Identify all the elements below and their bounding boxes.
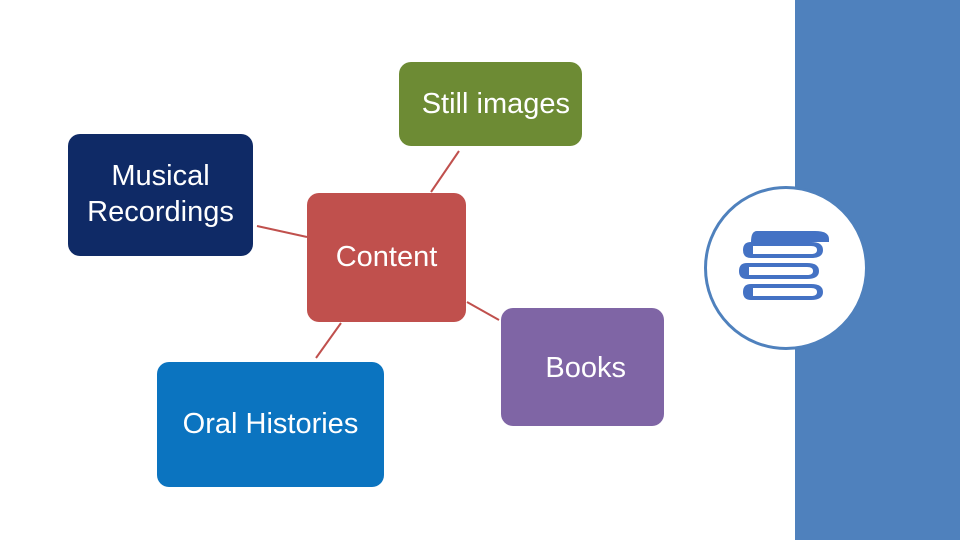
node-oral-histories-label: Oral Histories bbox=[182, 408, 359, 441]
books-icon bbox=[739, 231, 829, 300]
node-still-images: Still images bbox=[399, 62, 582, 146]
node-content: Content bbox=[307, 193, 466, 322]
node-books: Books bbox=[501, 308, 664, 426]
books-badge bbox=[704, 186, 868, 350]
connector-oral-histories bbox=[315, 322, 342, 359]
node-musical-recordings-label: Musical Recordings bbox=[87, 160, 234, 229]
node-content-label: Content bbox=[335, 241, 438, 274]
connector-still-images bbox=[430, 150, 460, 193]
connector-musical-recordings bbox=[256, 225, 308, 238]
node-musical-recordings: Musical Recordings bbox=[68, 134, 253, 256]
node-books-label: Books bbox=[545, 352, 626, 384]
node-still-images-label: Still images bbox=[421, 88, 570, 120]
connector-books bbox=[466, 301, 500, 321]
node-oral-histories: Oral Histories bbox=[157, 362, 384, 487]
